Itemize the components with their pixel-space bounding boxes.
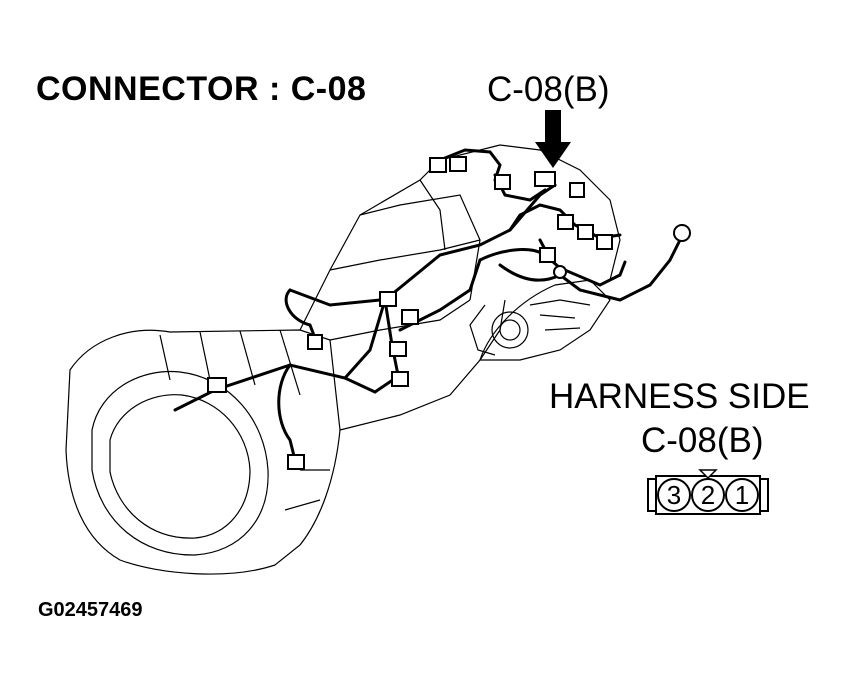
diagram-title: CONNECTOR : C-08 (36, 70, 367, 108)
transmission-body (65, 144, 621, 575)
connector-face-icon: 3 2 1 (647, 469, 769, 515)
pin-label: 2 (701, 480, 715, 510)
arrow-down-icon (535, 110, 571, 168)
figure-id: G02457469 (38, 599, 143, 621)
pin-label: 1 (735, 480, 749, 510)
harness-connector-id: C-08(B) (641, 421, 764, 460)
pin-label: 3 (667, 480, 681, 510)
callout-label: C-08(B) (487, 70, 610, 109)
wiring-harness (173, 148, 682, 462)
harness-connectors (207, 156, 691, 470)
harness-side-title: HARNESS SIDE (549, 377, 810, 416)
